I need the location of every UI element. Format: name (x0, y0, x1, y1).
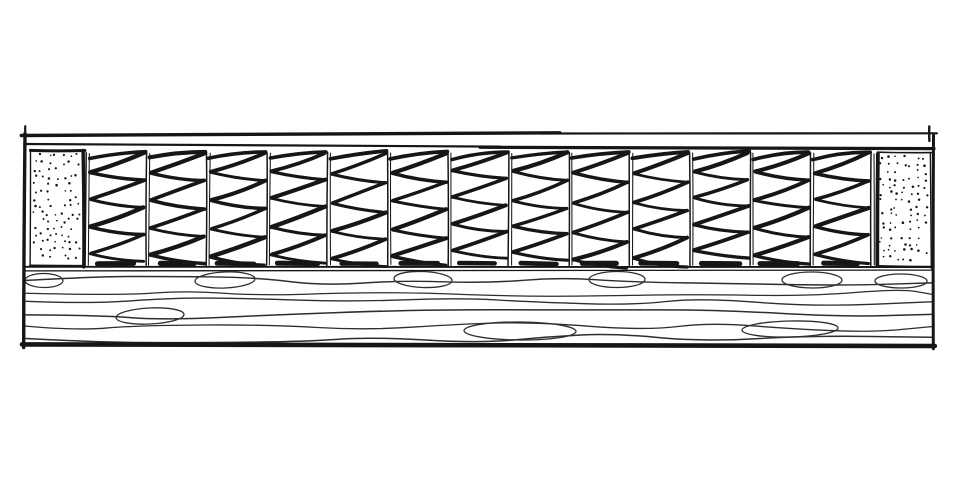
right-end-block (875, 151, 933, 270)
base-rail-lines (23, 265, 934, 272)
wood-grain-band (24, 270, 933, 344)
spring-coil-row (84, 149, 875, 270)
left-end-block (28, 148, 87, 269)
outer-frame (19, 125, 938, 351)
top-cover-lines (19, 131, 938, 151)
